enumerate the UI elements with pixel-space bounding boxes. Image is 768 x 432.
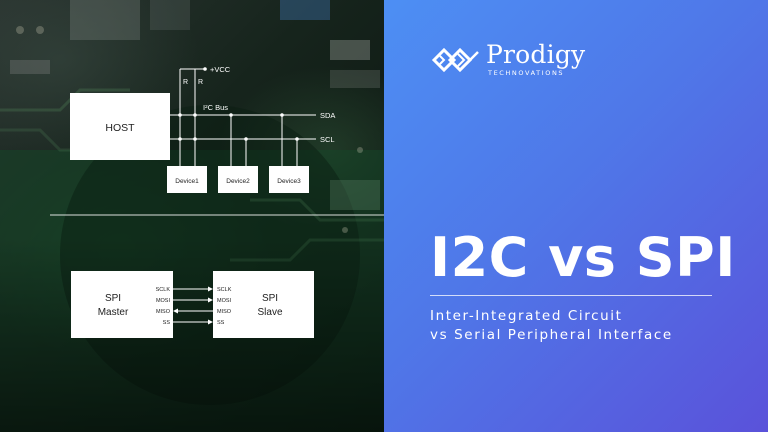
spi-slave-label-2: Slave bbox=[257, 307, 282, 318]
i2c-bus-label: I²C Bus bbox=[203, 103, 228, 112]
title-panel: Prodigy TECHNOVATIONS I2C vs SPI Inter-I… bbox=[384, 0, 768, 432]
pcb-background-panel: HOST +VCC R R I²C Bus SDA SCL bbox=[0, 0, 384, 432]
host-box bbox=[70, 93, 170, 160]
slave-miso-label: MISO bbox=[217, 309, 232, 315]
slave-sclk-label: SCLK bbox=[217, 287, 232, 293]
brand-logo: Prodigy TECHNOVATIONS bbox=[430, 42, 585, 77]
spi-master-label-1: SPI bbox=[105, 293, 121, 304]
page-title: I2C vs SPI bbox=[430, 226, 736, 289]
brand-tagline: TECHNOVATIONS bbox=[488, 69, 565, 77]
spi-diagram: SPI Master SCLK MOSI MISO SS SPI Slave S… bbox=[71, 271, 314, 338]
scl-label: SCL bbox=[320, 135, 335, 144]
slave-ss-label: SS bbox=[217, 320, 225, 326]
page-subtitle: Inter-Integrated Circuit vs Serial Perip… bbox=[430, 307, 750, 345]
master-miso-label: MISO bbox=[156, 309, 171, 315]
spi-slave-label-1: SPI bbox=[262, 293, 278, 304]
master-sclk-label: SCLK bbox=[156, 287, 171, 293]
master-mosi-label: MOSI bbox=[156, 298, 171, 304]
subtitle-line-1: Inter-Integrated Circuit bbox=[430, 308, 623, 324]
master-ss-label: SS bbox=[163, 320, 171, 326]
schematic-diagram: HOST +VCC R R I²C Bus SDA SCL bbox=[50, 65, 384, 338]
device2-box bbox=[218, 166, 258, 193]
sda-label: SDA bbox=[320, 111, 335, 120]
device1-box bbox=[167, 166, 207, 193]
spi-master-box bbox=[71, 271, 173, 338]
brand-name: Prodigy bbox=[486, 40, 586, 69]
brand-mark-icon bbox=[431, 47, 479, 72]
slave-mosi-label: MOSI bbox=[217, 298, 232, 304]
title-divider bbox=[430, 295, 712, 296]
host-label: HOST bbox=[105, 122, 135, 134]
resistor-label-1: R bbox=[183, 79, 188, 86]
device1-label: Device1 bbox=[175, 178, 199, 185]
spi-slave-box bbox=[213, 271, 314, 338]
resistor-label-2: R bbox=[198, 79, 203, 86]
spi-master-label-2: Master bbox=[98, 307, 129, 318]
device2-label: Device2 bbox=[226, 178, 250, 185]
i2c-diagram: HOST +VCC R R I²C Bus SDA SCL bbox=[70, 65, 335, 193]
device3-label: Device3 bbox=[277, 178, 301, 185]
subtitle-line-2: vs Serial Peripheral Interface bbox=[430, 327, 673, 343]
vcc-label: +VCC bbox=[210, 65, 231, 74]
device3-box bbox=[269, 166, 309, 193]
